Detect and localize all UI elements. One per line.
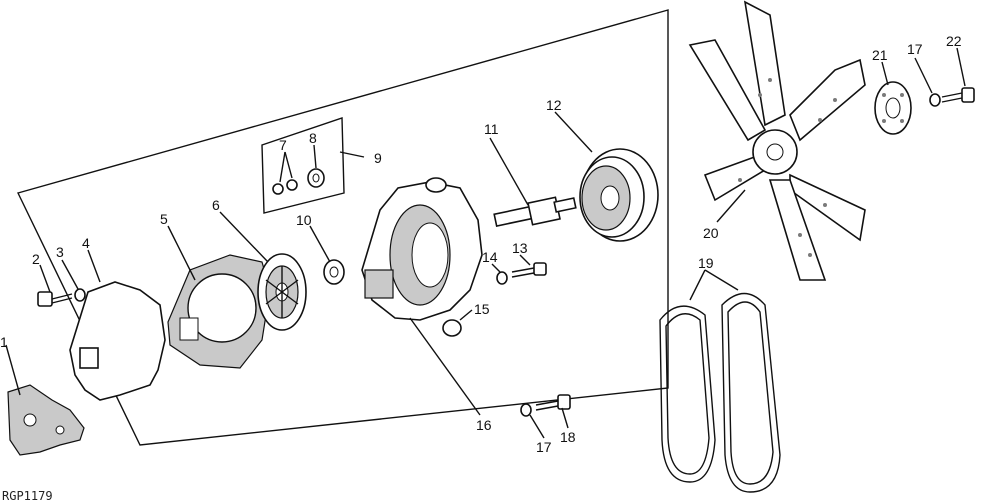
washer-part-17-lower [520, 403, 532, 417]
seal-part-10 [323, 259, 345, 285]
callout-15: 15 [474, 301, 490, 317]
bolt-part-2 [37, 291, 73, 307]
callout-17-upper: 17 [907, 41, 923, 57]
callout-20: 20 [703, 225, 719, 241]
fan-part-20 [688, 0, 866, 281]
callout-6: 6 [212, 197, 220, 213]
plug-part-15 [442, 319, 462, 337]
gasket-part-5 [167, 254, 271, 369]
drawing-code: RGP1179 [2, 489, 53, 503]
pulley-part-12 [579, 148, 659, 242]
seal-kit-box-part-9 [261, 117, 345, 214]
pump-housing-part-16 [361, 177, 483, 321]
washer-part-3 [74, 288, 86, 302]
callout-22: 22 [946, 33, 962, 49]
callout-1: 1 [0, 334, 8, 350]
leader-lines [5, 47, 966, 439]
cover-plate-part-4 [69, 281, 166, 401]
callout-5: 5 [160, 211, 168, 227]
callout-8: 8 [309, 130, 317, 146]
callout-14: 14 [482, 249, 498, 265]
callout-2: 2 [32, 251, 40, 267]
callout-19: 19 [698, 255, 714, 271]
bolt-part-18 [535, 394, 571, 411]
callout-13: 13 [512, 240, 528, 256]
callout-9: 9 [374, 150, 382, 166]
callout-16: 16 [476, 417, 492, 433]
screw-part-13 [511, 262, 547, 278]
drive-belts-part-19 [659, 292, 781, 493]
impeller-part-6 [257, 253, 307, 331]
callout-18: 18 [560, 429, 576, 445]
callout-11: 11 [484, 121, 499, 137]
callout-4: 4 [82, 235, 90, 251]
washer-part-14 [496, 271, 508, 285]
shaft-part-11 [493, 196, 577, 227]
gasket-part-1 [7, 384, 85, 456]
callout-10: 10 [296, 212, 312, 228]
callout-17-lower: 17 [536, 439, 552, 455]
callout-3: 3 [56, 244, 64, 260]
callout-12: 12 [546, 97, 562, 113]
spacer-part-21 [874, 81, 912, 135]
callout-21: 21 [872, 47, 888, 63]
callout-7: 7 [279, 137, 287, 153]
washer-part-17-upper [929, 93, 941, 107]
callout-labels: 1 2 3 4 5 6 7 8 9 10 11 12 13 14 15 16 1… [0, 33, 962, 503]
bolt-part-22 [941, 87, 975, 103]
